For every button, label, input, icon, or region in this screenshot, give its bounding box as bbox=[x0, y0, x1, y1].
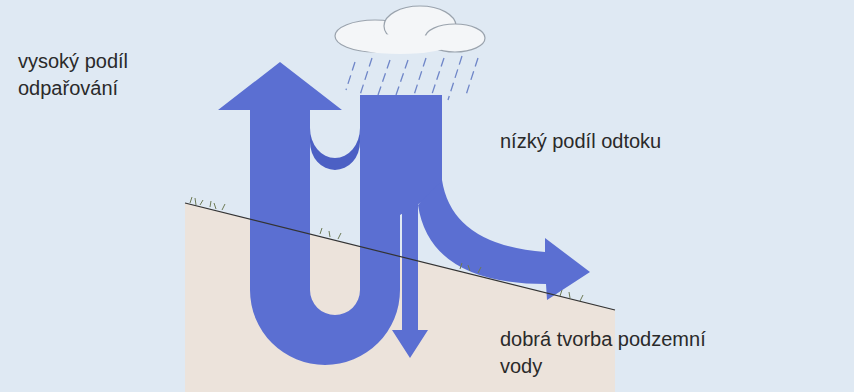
rain bbox=[346, 56, 478, 100]
water-flows bbox=[218, 62, 590, 365]
flow-label: nízký podíl odtoku bbox=[500, 128, 760, 155]
cloud bbox=[335, 6, 485, 54]
flow-label: dobrá tvorba podzemní vody bbox=[500, 326, 735, 380]
grass bbox=[190, 197, 583, 301]
flow-label: vysoký podíl odpařování bbox=[18, 48, 168, 102]
ground-surface bbox=[185, 203, 615, 310]
